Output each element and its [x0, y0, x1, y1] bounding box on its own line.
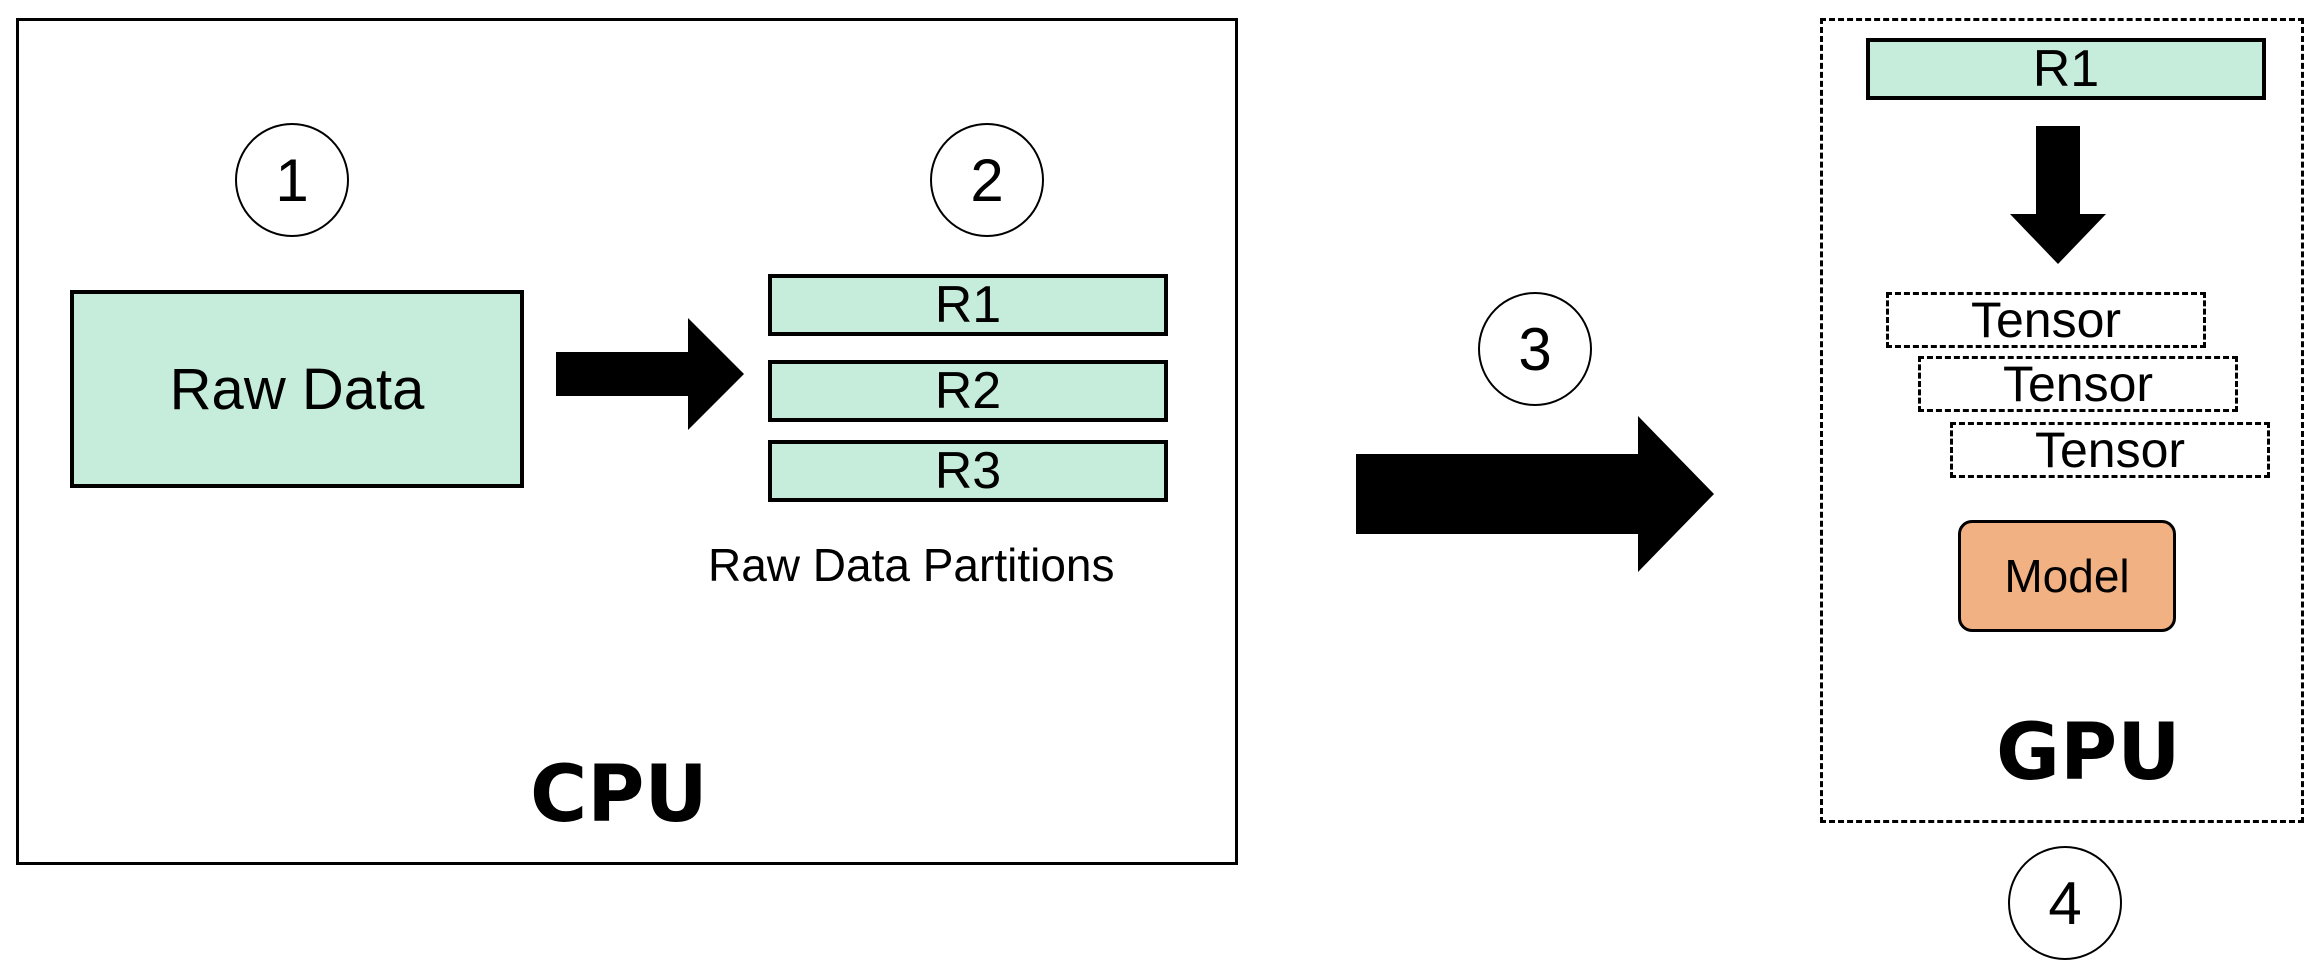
- gpu-container: [1820, 18, 2304, 823]
- tensor-3: Tensor: [1950, 422, 2270, 478]
- partition-r1: R1: [768, 274, 1168, 336]
- tensor-1: Tensor: [1886, 292, 2206, 348]
- convert-arrow: [2010, 126, 2106, 264]
- split-arrow: [556, 318, 744, 430]
- model-box: Model: [1958, 520, 2176, 632]
- partitions-caption: Raw Data Partitions: [708, 539, 1115, 591]
- step-3-marker: 3: [1478, 292, 1592, 406]
- partition-r3: R3: [768, 440, 1168, 502]
- cpu-label: CPU: [530, 750, 708, 840]
- partition-r2: R2: [768, 360, 1168, 422]
- step-2-marker: 2: [930, 123, 1044, 237]
- gpu-label: GPU: [1996, 708, 2181, 798]
- raw-data-box: Raw Data: [70, 290, 524, 488]
- step-4-marker: 4: [2008, 846, 2122, 960]
- transfer-arrow: [1356, 416, 1714, 572]
- cpu-container: [16, 18, 1238, 865]
- tensor-2: Tensor: [1918, 356, 2238, 412]
- gpu-partition-r1: R1: [1866, 38, 2266, 100]
- step-1-marker: 1: [235, 123, 349, 237]
